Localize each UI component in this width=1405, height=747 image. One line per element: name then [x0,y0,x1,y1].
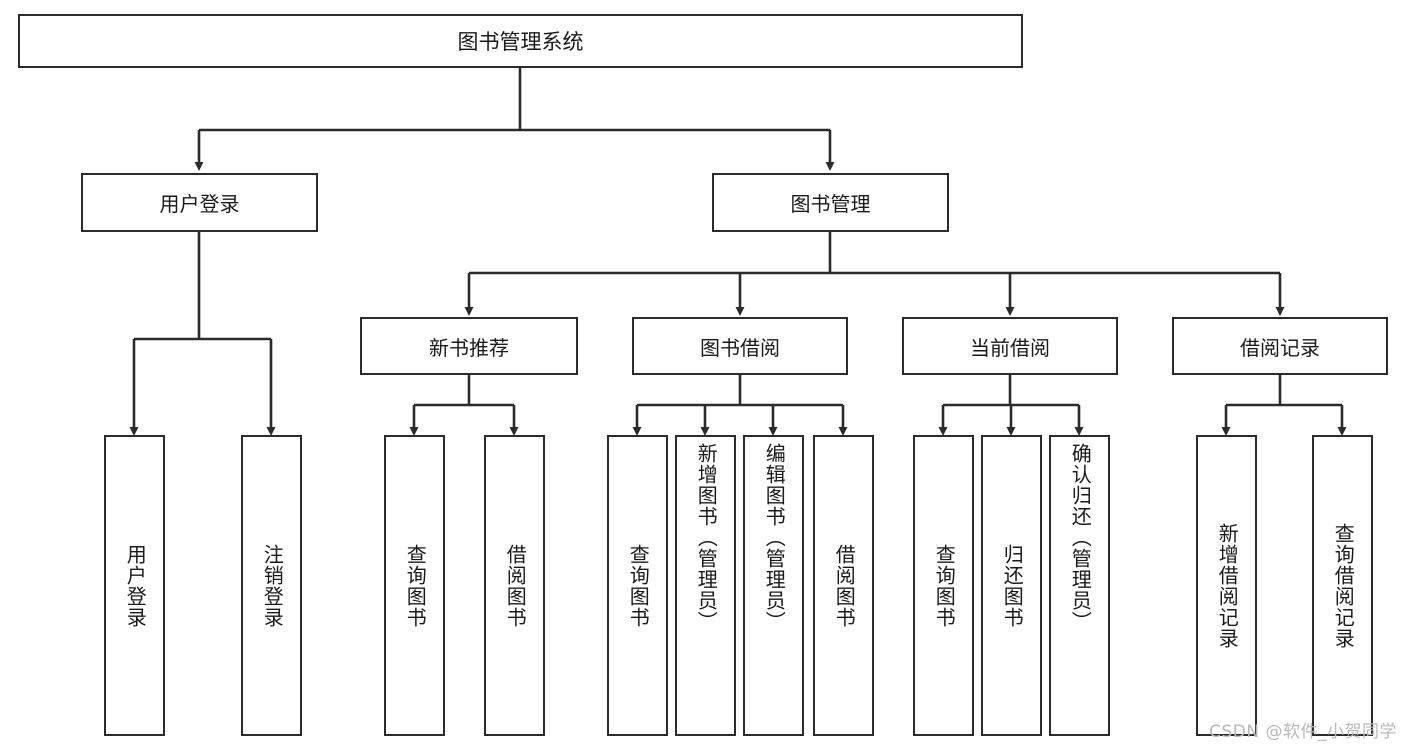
leaf-label: 查询借阅记录 [1331,522,1356,649]
leaf-borrow-book-2[interactable]: 借阅图书 [813,435,874,736]
csdn-watermark: CSDN @软件_小贺同学 [1209,722,1397,742]
leaf-label: 新增借阅记录 [1215,522,1240,649]
node-label: 图书管理系统 [457,30,584,54]
node-label: 图书管理 [790,192,871,216]
node-label: 借阅记录 [1240,335,1320,360]
leaf-label: 注销登录 [260,543,285,628]
node-label: 用户登录 [159,192,240,216]
leaf-add-book[interactable]: 新增图书（管理员） [675,435,736,736]
node-borrow-record[interactable]: 借阅记录 [1172,317,1388,375]
leaf-label: 新增图书（管理员） [694,443,719,632]
leaf-label: 查询图书 [403,543,428,628]
node-label: 图书借阅 [700,335,780,360]
leaf-return-book[interactable]: 归还图书 [981,435,1042,736]
leaf-edit-book[interactable]: 编辑图书（管理员） [743,435,804,736]
leaf-label: 用户登录 [123,543,148,628]
leaf-logout-login[interactable]: 注销登录 [241,435,302,736]
leaf-query-borrow-record[interactable]: 查询借阅记录 [1312,435,1373,736]
leaf-confirm-return[interactable]: 确认归还（管理员） [1049,435,1110,736]
node-current-borrow[interactable]: 当前借阅 [902,317,1118,375]
leaf-add-borrow-record[interactable]: 新增借阅记录 [1196,435,1257,736]
leaf-query-book-2[interactable]: 查询图书 [607,435,668,736]
leaf-borrow-book-1[interactable]: 借阅图书 [484,435,545,736]
leaf-query-book-3[interactable]: 查询图书 [913,435,974,736]
leaf-label: 归还图书 [1000,543,1025,628]
node-user-login[interactable]: 用户登录 [81,173,318,232]
leaf-query-book-1[interactable]: 查询图书 [384,435,445,736]
leaf-label: 借阅图书 [832,543,857,628]
node-label: 当前借阅 [970,335,1050,360]
node-book-management[interactable]: 图书管理 [712,173,949,232]
node-new-book-recommend[interactable]: 新书推荐 [360,317,578,375]
leaf-label: 查询图书 [932,543,957,628]
leaf-user-login[interactable]: 用户登录 [104,435,165,736]
leaf-label: 编辑图书（管理员） [762,443,787,632]
leaf-label: 借阅图书 [503,543,528,628]
leaf-label: 查询图书 [626,543,651,628]
leaf-label: 确认归还（管理员） [1068,443,1093,632]
node-label: 新书推荐 [429,335,509,360]
node-book-borrow[interactable]: 图书借阅 [632,317,848,375]
node-book-management-system[interactable]: 图书管理系统 [18,14,1023,68]
